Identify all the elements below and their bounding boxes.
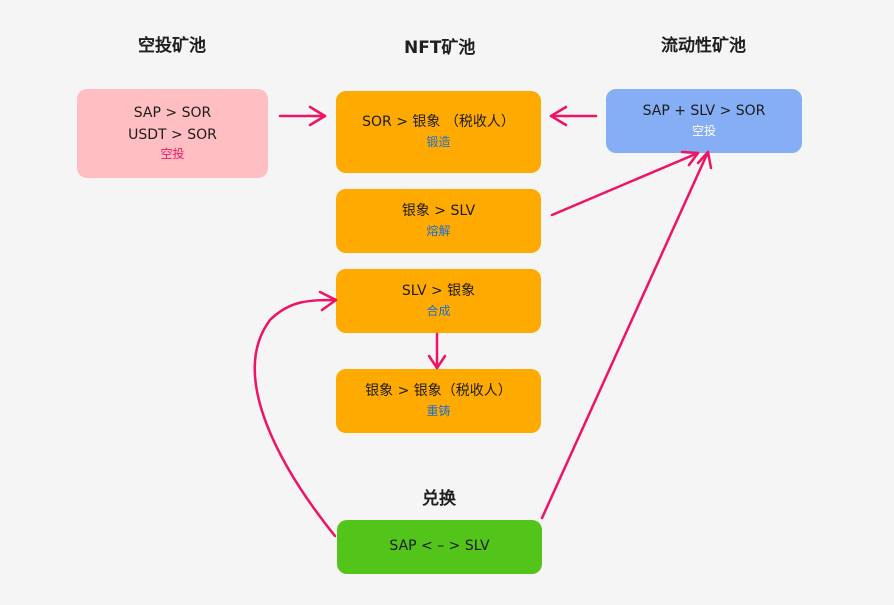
airdrop-label: 空投	[160, 147, 185, 162]
compose-box: SLV > 银象 合成	[336, 269, 541, 333]
liquidity-pool-heading: 流动性矿池	[661, 36, 746, 56]
recast-label: 重铸	[426, 403, 451, 418]
exchange-box: SAP < – > SLV	[337, 520, 542, 574]
recast-box: 银象 > 银象（税收人） 重铸	[336, 369, 541, 433]
airdrop-pool-heading: 空投矿池	[138, 36, 206, 56]
compose-text: SLV > 银象	[401, 283, 476, 300]
melt-text: 银象 > SLV	[401, 203, 476, 220]
arrow-liquidity-to-forge	[549, 105, 598, 127]
exchange-text: SAP < – > SLV	[389, 538, 490, 555]
exchange-heading: 兑换	[422, 489, 456, 509]
arrow-airdrop-to-forge	[278, 105, 327, 127]
recast-text: 银象 > 银象（税收人）	[365, 383, 512, 400]
liquidity-label: 空投	[691, 123, 716, 138]
airdrop-box: SAP > SOR USDT > SOR 空投	[77, 89, 268, 178]
arrow-exchange-to-liquidity	[540, 150, 713, 520]
nft-pool-heading: NFT矿池	[404, 38, 476, 58]
melt-label: 熔解	[426, 223, 451, 238]
airdrop-sap-sor-text: SAP > SOR	[133, 104, 212, 121]
airdrop-usdt-sor-text: USDT > SOR	[128, 126, 217, 143]
arrow-melt-to-liquidity	[550, 150, 700, 217]
arrow-exchange-to-compose	[253, 290, 338, 538]
forge-box: SOR > 银象 （税收人） 锻造	[336, 91, 541, 173]
liquidity-box: SAP + SLV > SOR 空投	[606, 89, 802, 153]
liquidity-text: SAP + SLV > SOR	[642, 103, 766, 120]
melt-box: 银象 > SLV 熔解	[336, 189, 541, 253]
forge-text: SOR > 银象 （税收人）	[362, 114, 515, 131]
compose-label: 合成	[426, 303, 451, 318]
forge-label: 锻造	[426, 134, 451, 149]
arrow-compose-to-recast	[427, 332, 447, 370]
